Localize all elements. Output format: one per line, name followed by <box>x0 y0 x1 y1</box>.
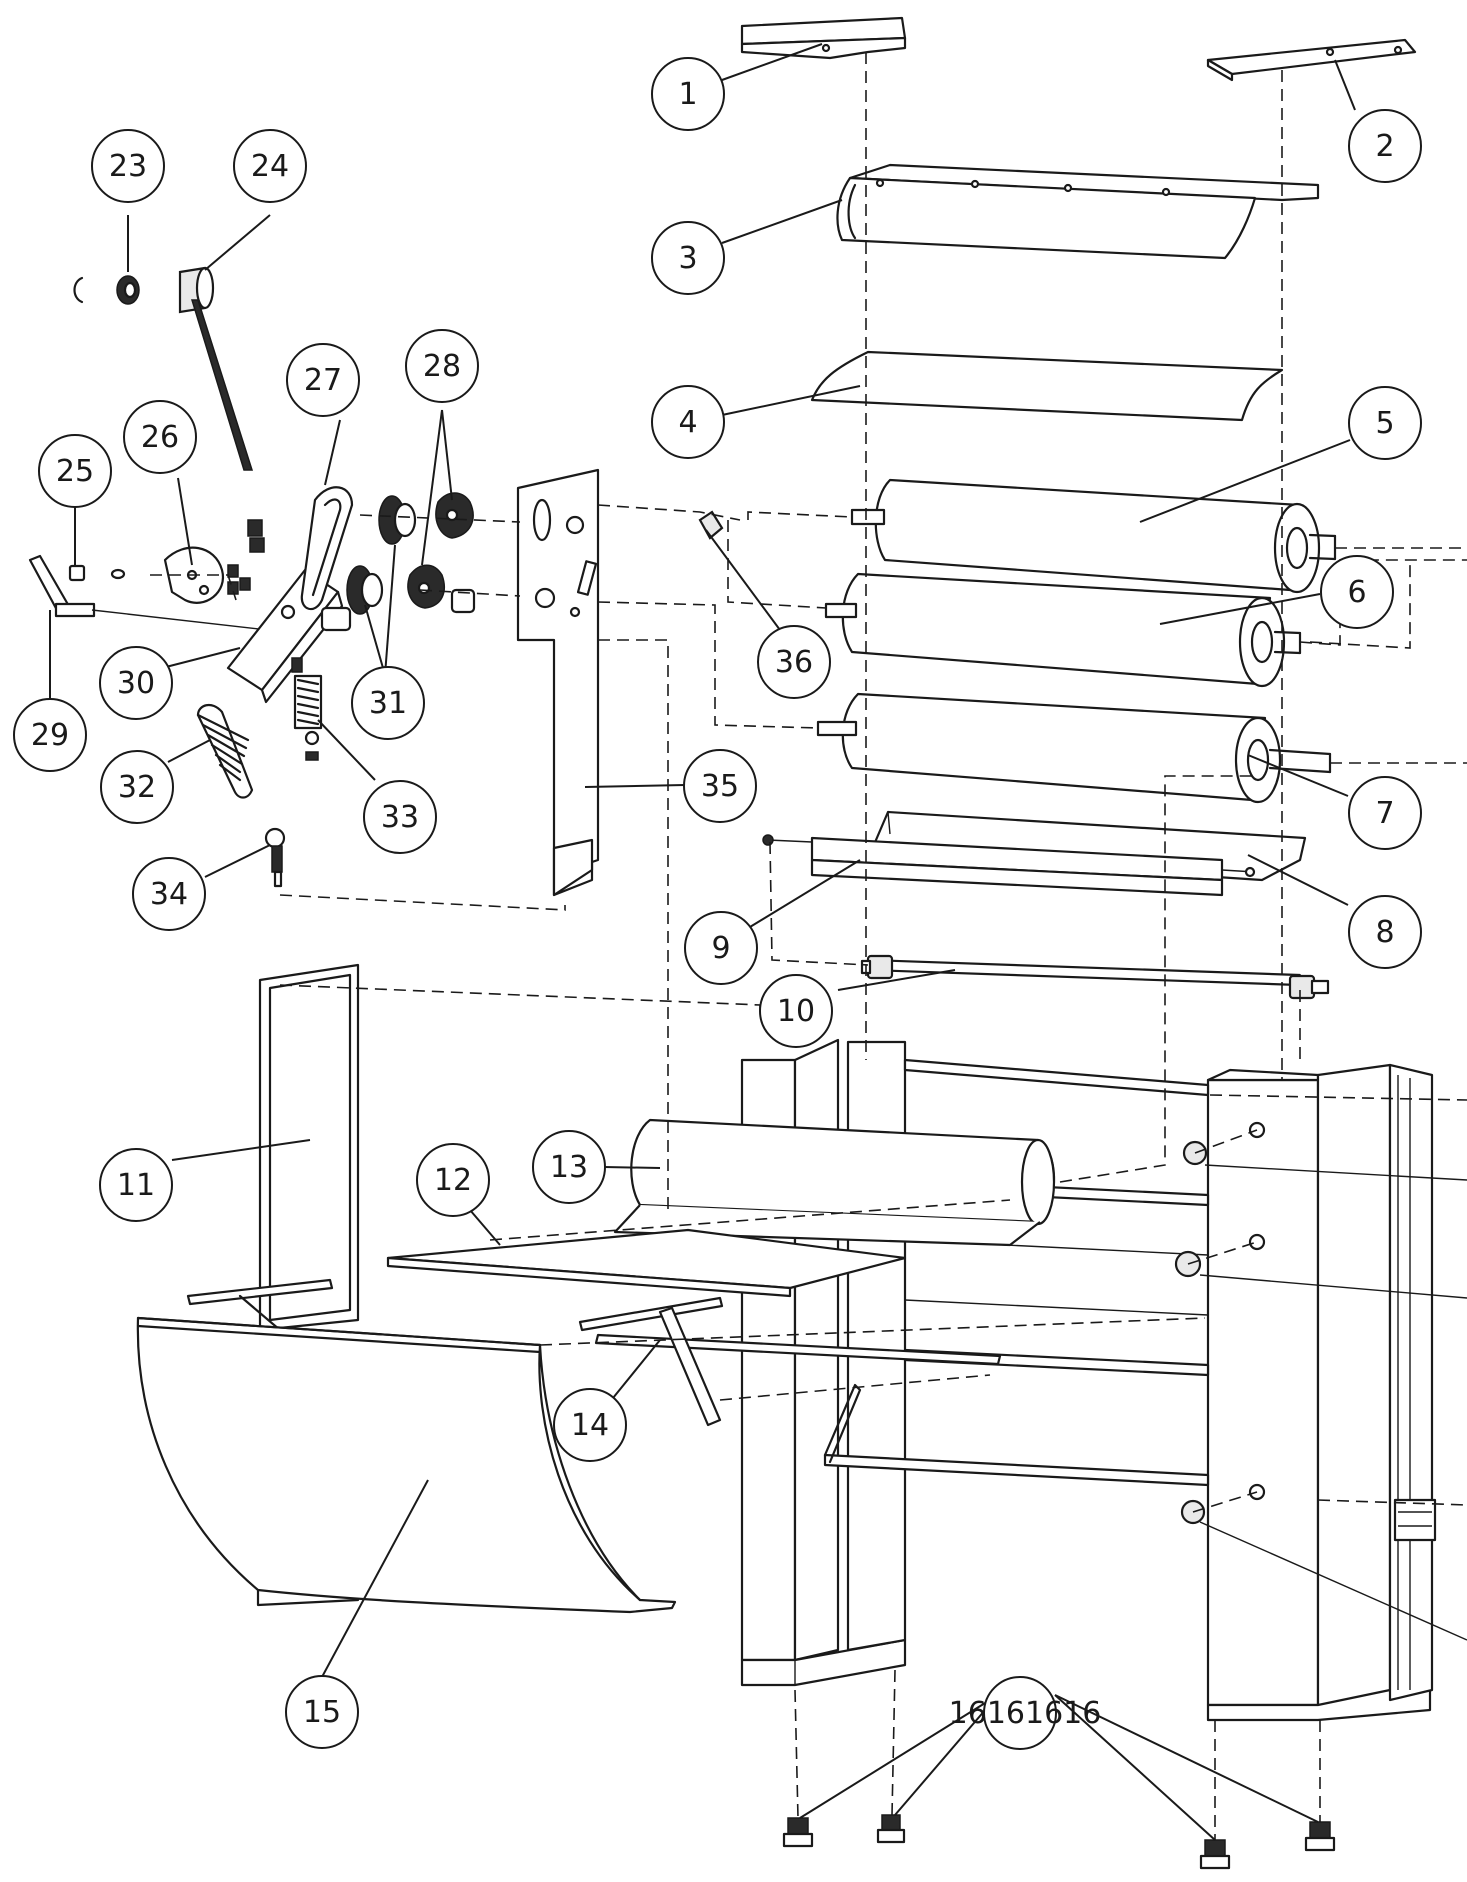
callout-35: 35 <box>683 749 757 823</box>
callout-13: 13 <box>532 1130 606 1204</box>
spring-small <box>291 657 323 761</box>
callout-34: 34 <box>132 857 206 931</box>
callout-6: 6 <box>1320 555 1394 629</box>
callout-13-label: 13 <box>550 1150 588 1185</box>
callout-11-label: 11 <box>117 1168 155 1203</box>
foot-4 <box>1304 1821 1336 1852</box>
callout-10-label: 10 <box>777 994 815 1029</box>
callout-32-label: 32 <box>118 770 156 805</box>
belt <box>300 486 354 632</box>
callout-5-label: 5 <box>1375 406 1394 441</box>
callout-5: 5 <box>1348 386 1422 460</box>
callout-7-label: 7 <box>1375 796 1394 831</box>
handle-shaft <box>178 266 254 471</box>
callout-29: 29 <box>13 698 87 772</box>
lever-handle <box>28 554 286 633</box>
callout-35-label: 35 <box>701 769 739 804</box>
spacer <box>450 510 724 614</box>
callout-26: 26 <box>123 400 197 474</box>
pulley <box>346 495 417 615</box>
callout-31: 31 <box>351 666 425 740</box>
callout-30-label: 30 <box>117 666 155 701</box>
curved-guard <box>810 350 1284 422</box>
callout-24-label: 24 <box>251 149 289 184</box>
callout-16-label: 16161616 <box>949 1696 1102 1731</box>
callout-9-label: 9 <box>711 931 730 966</box>
callout-25-label: 25 <box>56 454 94 489</box>
callout-34-label: 34 <box>150 877 188 912</box>
callout-8: 8 <box>1348 895 1422 969</box>
callout-3-label: 3 <box>678 241 697 276</box>
callout-14: 14 <box>553 1388 627 1462</box>
side-panel <box>256 963 360 1607</box>
callout-4-label: 4 <box>678 405 697 440</box>
assembly-lines <box>150 52 1467 1840</box>
top-cap-left <box>740 16 907 60</box>
spring-large <box>196 703 254 799</box>
foot-2 <box>876 1814 906 1844</box>
callout-23-label: 23 <box>109 149 147 184</box>
callout-2-label: 2 <box>1375 129 1394 164</box>
callout-15-label: 15 <box>303 1695 341 1730</box>
callout-33: 33 <box>363 780 437 854</box>
callout-6-label: 6 <box>1347 575 1366 610</box>
feet <box>782 1814 1336 1870</box>
callout-4: 4 <box>651 385 725 459</box>
frame-right-post <box>1206 1063 1437 1722</box>
scraper-bar <box>762 834 1256 897</box>
callout-27: 27 <box>286 343 360 417</box>
shaft <box>860 954 1330 1000</box>
bearing <box>73 275 140 305</box>
callout-28-label: 28 <box>423 349 461 384</box>
top-cover <box>836 163 1320 260</box>
curved-tray <box>136 1316 677 1614</box>
leader-lines <box>49 43 1356 1841</box>
callout-9: 9 <box>684 911 758 985</box>
foot-1 <box>782 1817 814 1848</box>
callout-28: 28 <box>405 329 479 403</box>
callout-25: 25 <box>38 434 112 508</box>
callout-30: 30 <box>99 646 173 720</box>
sheet-roll <box>613 1118 1056 1247</box>
bearing-flange <box>407 492 474 609</box>
roller-middle <box>824 572 1302 688</box>
callout-31-label: 31 <box>369 686 407 721</box>
callout-14-label: 14 <box>571 1408 609 1443</box>
eye-bolt <box>264 827 286 888</box>
callout-11: 11 <box>99 1148 173 1222</box>
callout-16: 16161616 <box>949 1676 1102 1750</box>
shelf-plate <box>386 1228 907 1298</box>
callout-balloons: 1 2 3 4 5 6 7 8 <box>13 57 1422 1750</box>
callout-12: 12 <box>416 1143 490 1217</box>
callout-1: 1 <box>651 57 725 131</box>
callout-33-label: 33 <box>381 800 419 835</box>
callout-8-label: 8 <box>1375 915 1394 950</box>
callout-1-label: 1 <box>678 77 697 112</box>
top-cap-right <box>1206 38 1417 82</box>
nut-stack <box>227 519 265 595</box>
callout-32: 32 <box>100 750 174 824</box>
roller-upper <box>850 478 1467 594</box>
callout-12-label: 12 <box>434 1163 472 1198</box>
nut <box>68 564 126 582</box>
callout-23: 23 <box>91 129 165 203</box>
callout-27-label: 27 <box>304 363 342 398</box>
foot-3 <box>1199 1839 1231 1870</box>
callout-2: 2 <box>1348 109 1422 183</box>
callout-26-label: 26 <box>141 420 179 455</box>
frame-bolts <box>1174 1121 1467 1641</box>
support-rod <box>186 1278 1002 1427</box>
callout-10: 10 <box>759 974 833 1048</box>
callout-7: 7 <box>1348 776 1422 850</box>
callout-3: 3 <box>651 221 725 295</box>
callout-29-label: 29 <box>31 718 69 753</box>
callout-15: 15 <box>285 1675 359 1749</box>
side-plate <box>516 468 600 897</box>
callout-36: 36 <box>757 625 831 699</box>
callout-24: 24 <box>233 129 307 203</box>
callout-36-label: 36 <box>775 645 813 680</box>
